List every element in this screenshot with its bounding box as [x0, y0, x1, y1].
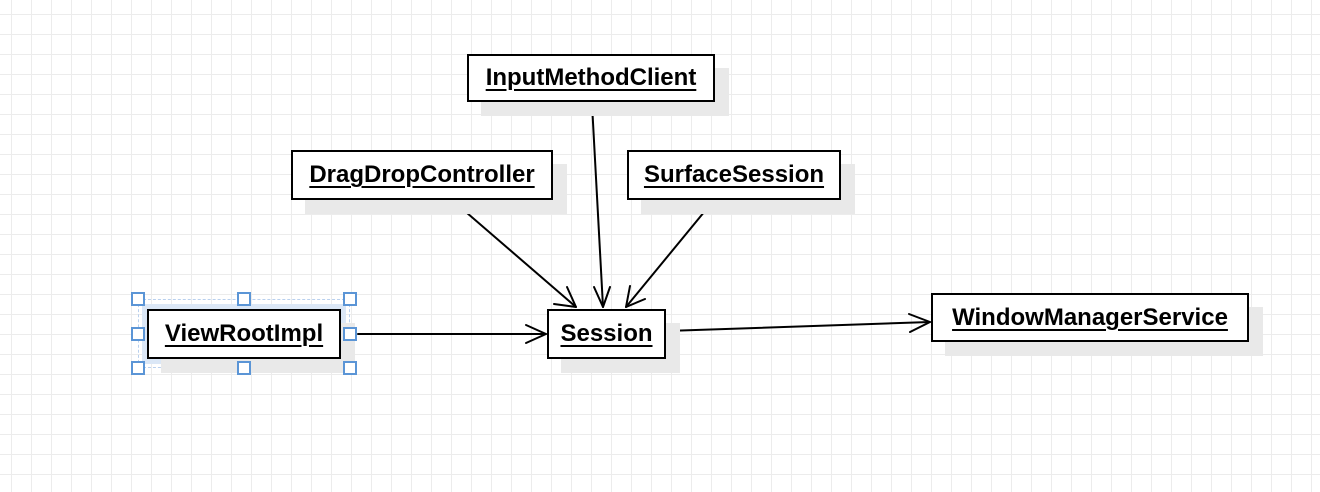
resize-handle-right[interactable] — [343, 327, 357, 341]
node-surfacesession[interactable]: SurfaceSession — [627, 150, 841, 200]
edge-dragdropcontroller-to-session[interactable] — [451, 199, 577, 308]
resize-handle-bottom[interactable] — [237, 361, 251, 375]
node-label: InputMethodClient — [485, 64, 697, 91]
edge-viewrootimpl-to-session[interactable] — [357, 324, 547, 344]
edge-inputmethodclient-to-session[interactable] — [591, 103, 611, 308]
node-label: SurfaceSession — [643, 161, 825, 188]
node-label: Session — [560, 320, 653, 347]
resize-handle-bottom-right[interactable] — [343, 361, 357, 375]
node-viewrootimpl[interactable]: ViewRootImpl — [147, 309, 341, 359]
node-windowmanagerservice[interactable]: WindowManagerService — [931, 293, 1249, 342]
node-inputmethodclient[interactable]: InputMethodClient — [467, 54, 715, 102]
node-session[interactable]: Session — [547, 309, 666, 359]
edge-session-to-windowmanagerservice[interactable] — [665, 313, 931, 333]
resize-handle-left[interactable] — [131, 327, 145, 341]
node-label: ViewRootImpl — [164, 320, 324, 347]
resize-handle-top[interactable] — [237, 292, 251, 306]
node-dragdropcontroller[interactable]: DragDropController — [291, 150, 553, 200]
resize-handle-top-left[interactable] — [131, 292, 145, 306]
resize-handle-top-right[interactable] — [343, 292, 357, 306]
node-label: DragDropController — [309, 161, 535, 188]
resize-handle-bottom-left[interactable] — [131, 361, 145, 375]
edge-surfacesession-to-session[interactable] — [625, 199, 715, 308]
node-label: WindowManagerService — [952, 303, 1228, 331]
